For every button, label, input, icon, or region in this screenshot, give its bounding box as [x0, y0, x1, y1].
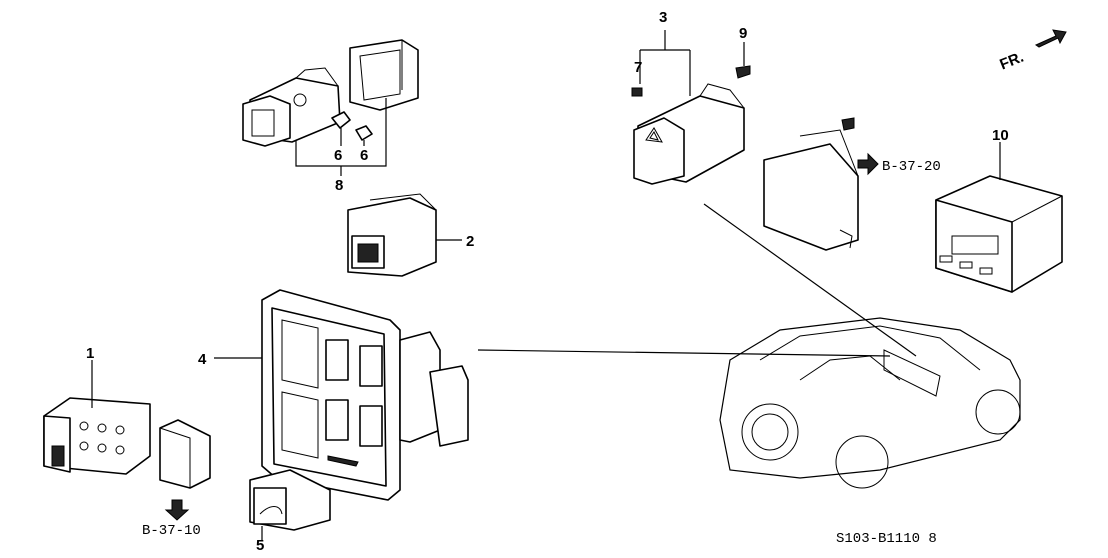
front-marker-label: FR. — [997, 49, 1026, 74]
leader-hazard-to-vehicle — [703, 203, 917, 357]
callout-4: 4 — [198, 351, 207, 368]
callout-6a: 6 — [334, 147, 342, 164]
switch-bracket-cover — [763, 117, 879, 251]
part-10-display-unit — [935, 142, 1063, 293]
vehicle-illustration — [719, 317, 1021, 489]
callout-2: 2 — [466, 233, 474, 250]
callout-3: 3 — [659, 9, 667, 26]
right-arrow-icon — [857, 152, 879, 176]
part-5-switch — [249, 469, 331, 540]
callout-7: 7 — [634, 59, 642, 76]
front-arrow-icon — [1034, 29, 1067, 48]
part-2-switch — [347, 193, 462, 277]
part-3-hazard-switch — [631, 30, 751, 185]
part-4-window-switch-panel — [214, 289, 469, 501]
callout-5: 5 — [256, 537, 264, 553]
callout-1: 1 — [86, 345, 94, 362]
part-1-defroster-switch — [43, 360, 211, 521]
callout-6b: 6 — [360, 147, 368, 164]
callout-9: 9 — [739, 25, 747, 42]
leader-panel-to-vehicle — [477, 349, 891, 357]
ref-b-37-20: B-37-20 — [882, 159, 941, 175]
down-arrow-icon — [164, 499, 190, 521]
callout-8: 8 — [335, 177, 343, 194]
ref-b-37-10: B-37-10 — [142, 523, 201, 539]
part-8-switch-assembly — [242, 39, 419, 176]
callout-10: 10 — [992, 127, 1009, 144]
front-direction-marker: FR. — [997, 29, 1067, 74]
diagram-code: S103-B1110 8 — [836, 531, 937, 547]
